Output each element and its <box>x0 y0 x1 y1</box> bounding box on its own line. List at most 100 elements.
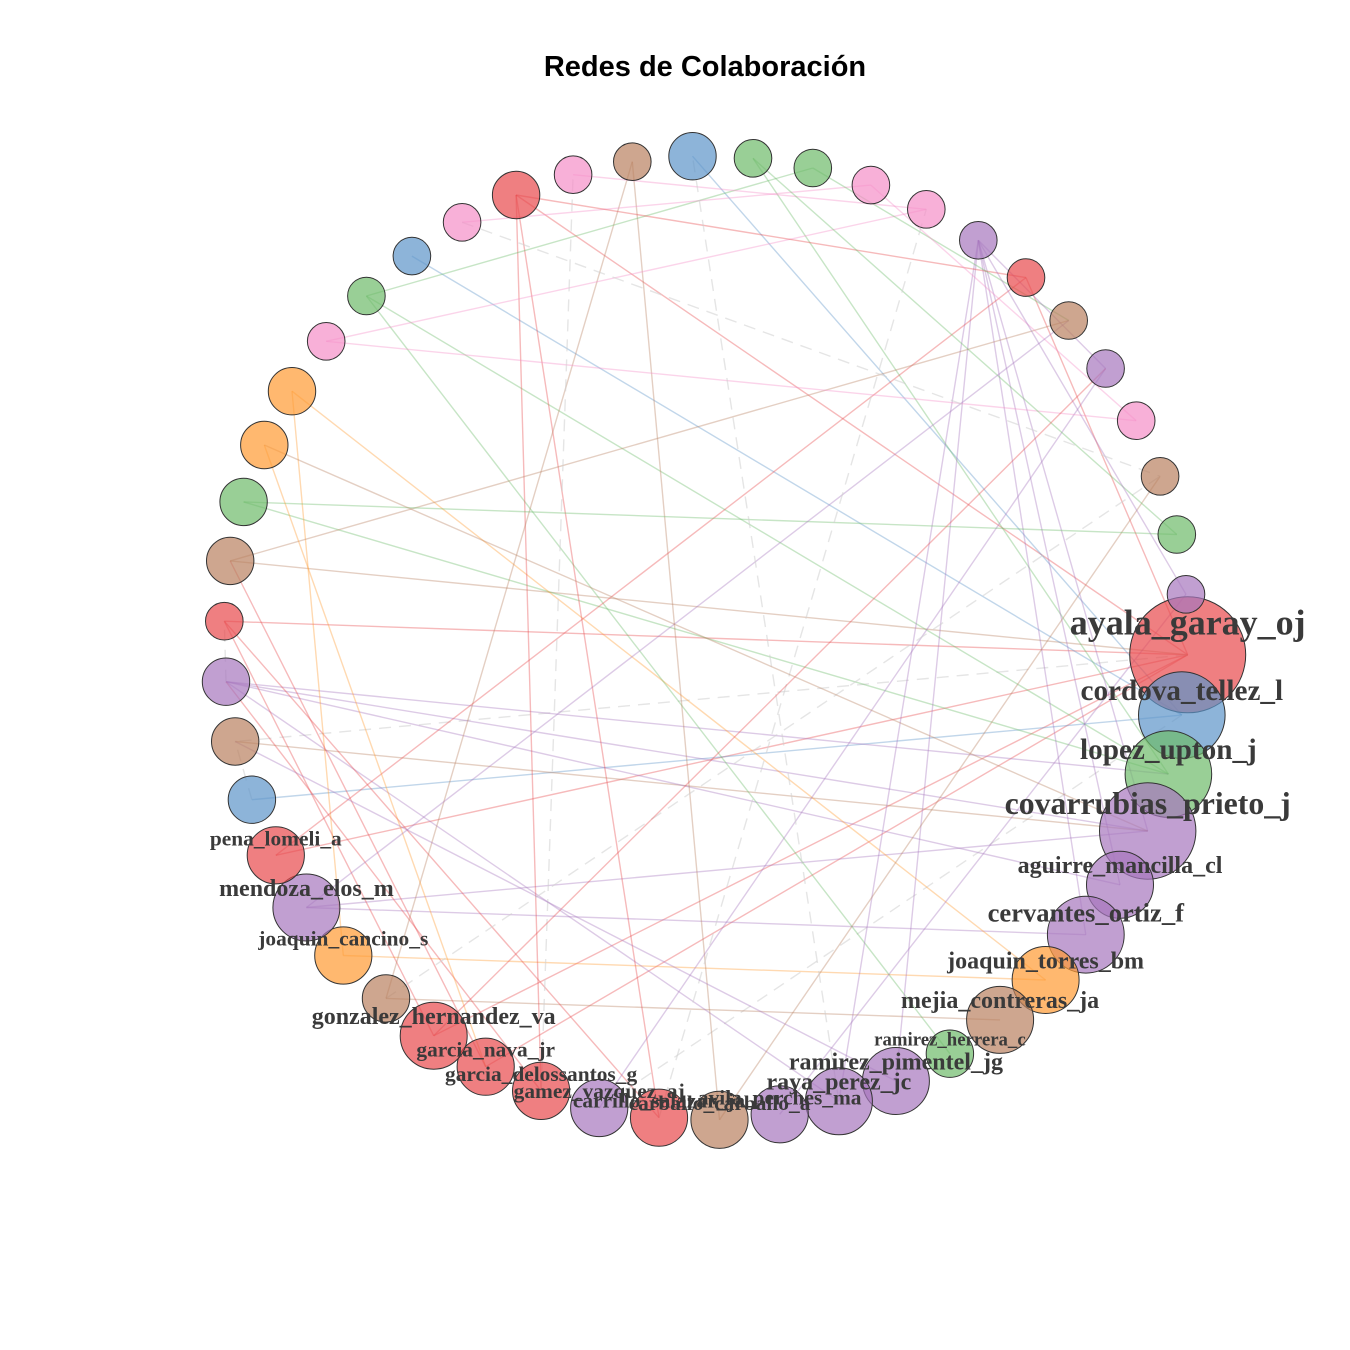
edge-n26-n44 <box>230 319 1069 562</box>
node-n27[interactable] <box>219 477 268 527</box>
edge-garcia_delossantos_g-n24 <box>225 681 542 1092</box>
node-gonzalez_hernandez_va[interactable] <box>399 1001 468 1070</box>
node-n36[interactable] <box>613 142 652 181</box>
node-n23[interactable] <box>211 717 260 766</box>
node-n42[interactable] <box>959 221 998 260</box>
node-gamez_vazquez_aj[interactable] <box>570 1078 629 1138</box>
edge-carrillo_salazar_ja-n25 <box>223 620 660 1119</box>
node-mendoza_elos_m[interactable] <box>272 873 341 942</box>
edge-n31-n39 <box>366 167 813 297</box>
edge-gonzalez_hernandez_va-n25 <box>223 620 435 1037</box>
node-label-aguirre_mancilla_cl: aguirre_mancilla_cl <box>1018 853 1223 879</box>
node-n43[interactable] <box>1006 258 1046 297</box>
node-garcia_delossantos_g[interactable] <box>512 1061 571 1121</box>
node-n47[interactable] <box>1140 457 1180 496</box>
node-pena_lomeli_a[interactable] <box>246 826 305 885</box>
node-label-mejia_contreras_ja: mejia_contreras_ja <box>901 988 1099 1014</box>
node-n33[interactable] <box>442 203 482 242</box>
edge-n42-n49 <box>977 239 1187 595</box>
node-label-carballo_carballo_a: carballo_carballo_a <box>629 1091 811 1115</box>
edge-pena_lomeli_a-n43 <box>275 277 1027 856</box>
edge-lopez_upton_j-n24 <box>225 681 1169 775</box>
edge-n30-n46 <box>326 340 1137 422</box>
node-n37[interactable] <box>668 132 717 181</box>
node-label-lopez_upton_j: lopez_upton_j <box>1080 734 1257 766</box>
edge-ayala_garay_oj-pena_lomeli_a <box>275 654 1188 856</box>
edge-covarrubias_prieto_j-n24 <box>225 681 1148 832</box>
edge-covarrubias_prieto_j-mendoza_elos_m <box>306 830 1148 909</box>
node-label-ayala_garay_oj: ayala_garay_oj <box>1070 603 1306 643</box>
edge-ramirez_herrera_c-n31 <box>365 295 951 1055</box>
edge-covarrubias_prieto_j-n28 <box>264 444 1148 832</box>
node-n28[interactable] <box>240 420 289 470</box>
node-label-mendoza_elos_m: mendoza_elos_m <box>219 876 394 902</box>
edge-ayala_garay_oj-gonzalez_hernandez_va <box>433 654 1189 1037</box>
node-label-joaquin_torres_bm: joaquin_torres_bm <box>946 948 1144 974</box>
node-n39[interactable] <box>793 148 833 188</box>
node-label-joaquin_cancino_s: joaquin_cancino_s <box>257 927 428 951</box>
node-n35[interactable] <box>553 155 593 194</box>
edge-avila_perches_ma-n49 <box>779 593 1187 1115</box>
node-n49[interactable] <box>1166 575 1206 614</box>
node-n38[interactable] <box>733 139 773 178</box>
diagram-title: Redes de Colaboración <box>544 51 866 83</box>
edge-cordova_tellez_l-n22 <box>251 714 1182 801</box>
node-n24[interactable] <box>201 657 251 706</box>
node-n34[interactable] <box>491 170 541 220</box>
edge-cordova_tellez_l-n32 <box>411 255 1183 716</box>
edge-garcia_delossantos_g-n35 <box>540 174 574 1091</box>
node-n26[interactable] <box>206 536 255 586</box>
node-label-ramirez_pimentel_jg: ramirez_pimentel_jg <box>789 1049 1003 1075</box>
node-joaquin_torres_bm[interactable] <box>1011 946 1080 1014</box>
node-avila_perches_ma[interactable] <box>750 1085 809 1144</box>
edge-cervantes_ortiz_f-n42 <box>977 240 1087 935</box>
node-n22[interactable] <box>227 775 277 824</box>
node-label-covarrubias_prieto_j: covarrubias_prieto_j <box>1005 786 1291 821</box>
node-n46[interactable] <box>1116 401 1156 441</box>
edge-ramirez_pimentel_jg-n23 <box>234 740 897 1082</box>
node-label-avila_perches_ma: avila_perches_ma <box>698 1085 862 1109</box>
edge-ayala_garay_oj-n25 <box>224 620 1188 656</box>
labels-layer: ayala_garay_oj cordova_tellez_l lopez_upto… <box>210 603 1306 1115</box>
node-joaquin_cancino_s[interactable] <box>314 926 373 985</box>
edge-n27-n48 <box>243 501 1177 536</box>
edge-lopez_upton_j-n38 <box>752 157 1169 775</box>
node-ramirez_herrera_c[interactable] <box>925 1029 975 1078</box>
edge-cordova_tellez_l-gamez_vazquez_aj <box>598 714 1183 1109</box>
node-n32[interactable] <box>392 236 432 276</box>
edge-joaquin_cancino_s-n29 <box>291 391 344 956</box>
edge-gamez_vazquez_aj-n45 <box>598 368 1107 1109</box>
edge-n18-n36 <box>385 161 633 999</box>
edge-gonzalez_hernandez_va-n45 <box>433 368 1107 1037</box>
node-mejia_contreras_ja[interactable] <box>966 985 1035 1054</box>
node-n44[interactable] <box>1049 301 1088 340</box>
node-label-ramirez_herrera_c: ramirez_herrera_c <box>874 1029 1026 1050</box>
edge-lopez_upton_j-n27 <box>243 501 1169 775</box>
node-garcia_nava_jr[interactable] <box>456 1037 515 1096</box>
edge-n28-garcia_nava_jr <box>263 444 487 1067</box>
edge-ramirez_pimentel_jg-n42 <box>895 240 979 1082</box>
node-label-carrillo_salazar_ja: carrillo_salazar_ja <box>573 1089 746 1113</box>
edge-raya_perez_jc-n24 <box>225 681 840 1102</box>
node-carballo_carballo_a[interactable] <box>690 1090 749 1149</box>
node-n29[interactable] <box>267 367 317 416</box>
node-n41[interactable] <box>907 190 946 229</box>
edge-joaquin_torres_bm-n29 <box>291 390 1047 981</box>
node-label-pena_lomeli_a: pena_lomeli_a <box>210 826 342 850</box>
node-n25[interactable] <box>205 601 244 641</box>
edge-cervantes_ortiz_f-mendoza_elos_m <box>306 906 1086 936</box>
edge-carrillo_salazar_ja-n34 <box>515 194 660 1118</box>
node-n30[interactable] <box>306 322 346 361</box>
node-n18[interactable] <box>361 974 411 1023</box>
edge-garcia_delossantos_g-n34 <box>515 194 542 1091</box>
node-n31[interactable] <box>347 276 386 316</box>
edge-mendoza_elos_m-n44 <box>305 319 1070 909</box>
node-n48[interactable] <box>1157 515 1197 554</box>
node-n40[interactable] <box>851 165 891 205</box>
node-n45[interactable] <box>1086 349 1125 388</box>
edge-n30-n41 <box>326 208 927 342</box>
edge-ayala_garay_oj-n43 <box>1025 277 1189 656</box>
node-label-cordova_tellez_l: cordova_tellez_l <box>1080 675 1283 707</box>
edge-ayala_garay_oj-n26 <box>230 560 1188 656</box>
node-carrillo_salazar_ja[interactable] <box>629 1088 689 1147</box>
